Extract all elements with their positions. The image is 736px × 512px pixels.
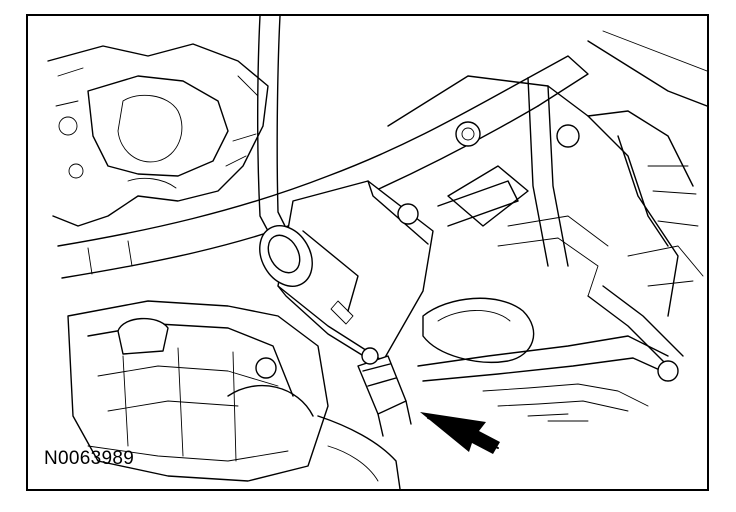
lower-left-casting [67, 300, 329, 482]
lower-right-linkage [417, 215, 704, 422]
engine-component-illustration [47, 16, 707, 489]
upper-left-casting [47, 43, 269, 227]
lower-left-detail [317, 415, 401, 489]
upper-right-bracket [387, 30, 707, 317]
pointer-arrow-icon [420, 412, 500, 454]
pigtail-connector [357, 347, 412, 437]
illustration-frame: N0063989 [26, 14, 709, 491]
figure-id-label: N0063989 [44, 448, 135, 469]
sensor-connector [259, 180, 434, 369]
